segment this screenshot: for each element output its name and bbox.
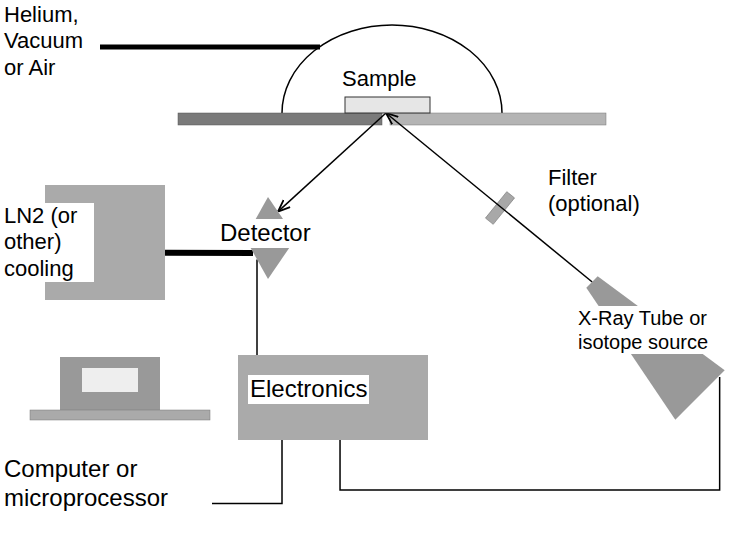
node-text: X-Ray Tube or isotope source <box>576 306 738 354</box>
filter-label: Filter (optional) <box>548 165 658 218</box>
xray-tube: X-Ray Tube or isotope source <box>574 276 742 426</box>
monitor-case <box>60 357 160 410</box>
electronics-box: Electronics <box>238 355 428 440</box>
node-text: Sample <box>340 66 419 92</box>
label-text: Filter (optional) <box>548 165 658 218</box>
node-text: Electronics <box>248 375 369 404</box>
detector-diamond: Detector <box>218 197 343 279</box>
fluorescence-beam <box>278 113 386 212</box>
gas-label: Helium, Vacuum or Air <box>4 2 96 81</box>
computer-box: Computer or microprocessor <box>0 355 212 520</box>
node-text: Detector <box>218 219 313 248</box>
node-text: Computer or microprocessor <box>2 455 206 513</box>
signal-wire <box>256 259 258 355</box>
stage-plate-left <box>178 113 382 125</box>
computer-base <box>30 410 210 420</box>
sample-chamber-dome <box>282 25 502 113</box>
sample-box: Sample <box>338 66 433 113</box>
stage-plate-right <box>390 113 606 125</box>
node-text: LN2 (or other) cooling <box>2 203 94 282</box>
data-wire <box>212 440 282 504</box>
filter-plate-rect <box>485 192 514 225</box>
label-text: Helium, Vacuum or Air <box>4 2 96 81</box>
filter-plate <box>485 192 514 225</box>
sample-rect <box>345 97 430 113</box>
cooling-line <box>165 250 253 256</box>
cooling-box: LN2 (or other) cooling <box>2 185 165 300</box>
monitor-screen <box>82 368 138 392</box>
gas-inlet-line <box>100 45 320 50</box>
